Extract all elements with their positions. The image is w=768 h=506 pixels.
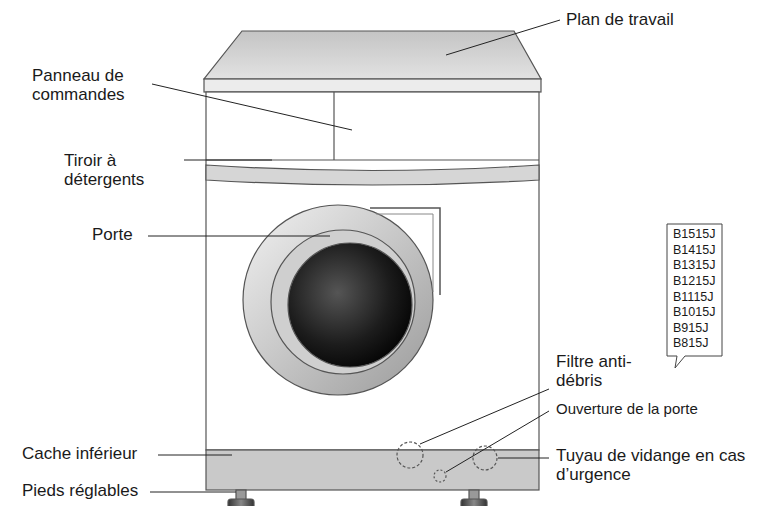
worktop-edge	[204, 79, 541, 92]
leader-line	[420, 389, 549, 444]
model-number: B815J	[673, 336, 715, 352]
part-label: Panneau de commandes	[32, 66, 150, 104]
model-number: B915J	[673, 321, 715, 337]
leader-line	[446, 411, 549, 472]
door-bezel	[271, 230, 415, 374]
callout-border	[667, 224, 722, 368]
filter-mark	[397, 442, 423, 468]
foot	[461, 499, 487, 506]
model-number: B1115J	[673, 290, 715, 306]
model-number: B1015J	[673, 305, 715, 321]
part-label: Tiroir à détergents	[64, 151, 182, 189]
model-number: B1515J	[673, 227, 715, 243]
part-label: Pieds réglables	[22, 481, 162, 500]
part-label: Plan de travail	[566, 10, 766, 29]
part-label: Tuyau de vidange en cas d’urgence	[556, 446, 766, 484]
bottom-cover	[206, 450, 539, 490]
leader-line	[498, 458, 549, 459]
door-release-mark	[434, 470, 446, 482]
model-list-callout: B1515JB1415JB1315JB1215JB1115JB1015JB915…	[667, 224, 721, 356]
leader-line	[148, 236, 330, 237]
leader-line	[184, 160, 272, 161]
machine	[204, 31, 541, 506]
foot	[228, 499, 254, 506]
cabinet	[206, 92, 539, 450]
part-label: Cache inférieur	[22, 444, 162, 463]
drain-hose-mark	[473, 446, 497, 470]
leader-line	[150, 492, 236, 493]
leader-line	[158, 455, 232, 456]
part-label: Porte	[92, 225, 152, 244]
door-ring	[243, 205, 433, 395]
leader-lines	[148, 20, 560, 492]
handle-band	[206, 165, 539, 185]
model-number: B1315J	[673, 258, 715, 274]
part-label: Ouverture de la porte	[556, 401, 766, 418]
worktop	[204, 31, 541, 79]
model-number: B1215J	[673, 274, 715, 290]
model-number: B1415J	[673, 243, 715, 259]
door-glass	[288, 243, 412, 367]
leader-line	[152, 84, 352, 130]
part-label: Filtre anti- débris	[556, 352, 636, 390]
leader-line	[446, 20, 560, 55]
